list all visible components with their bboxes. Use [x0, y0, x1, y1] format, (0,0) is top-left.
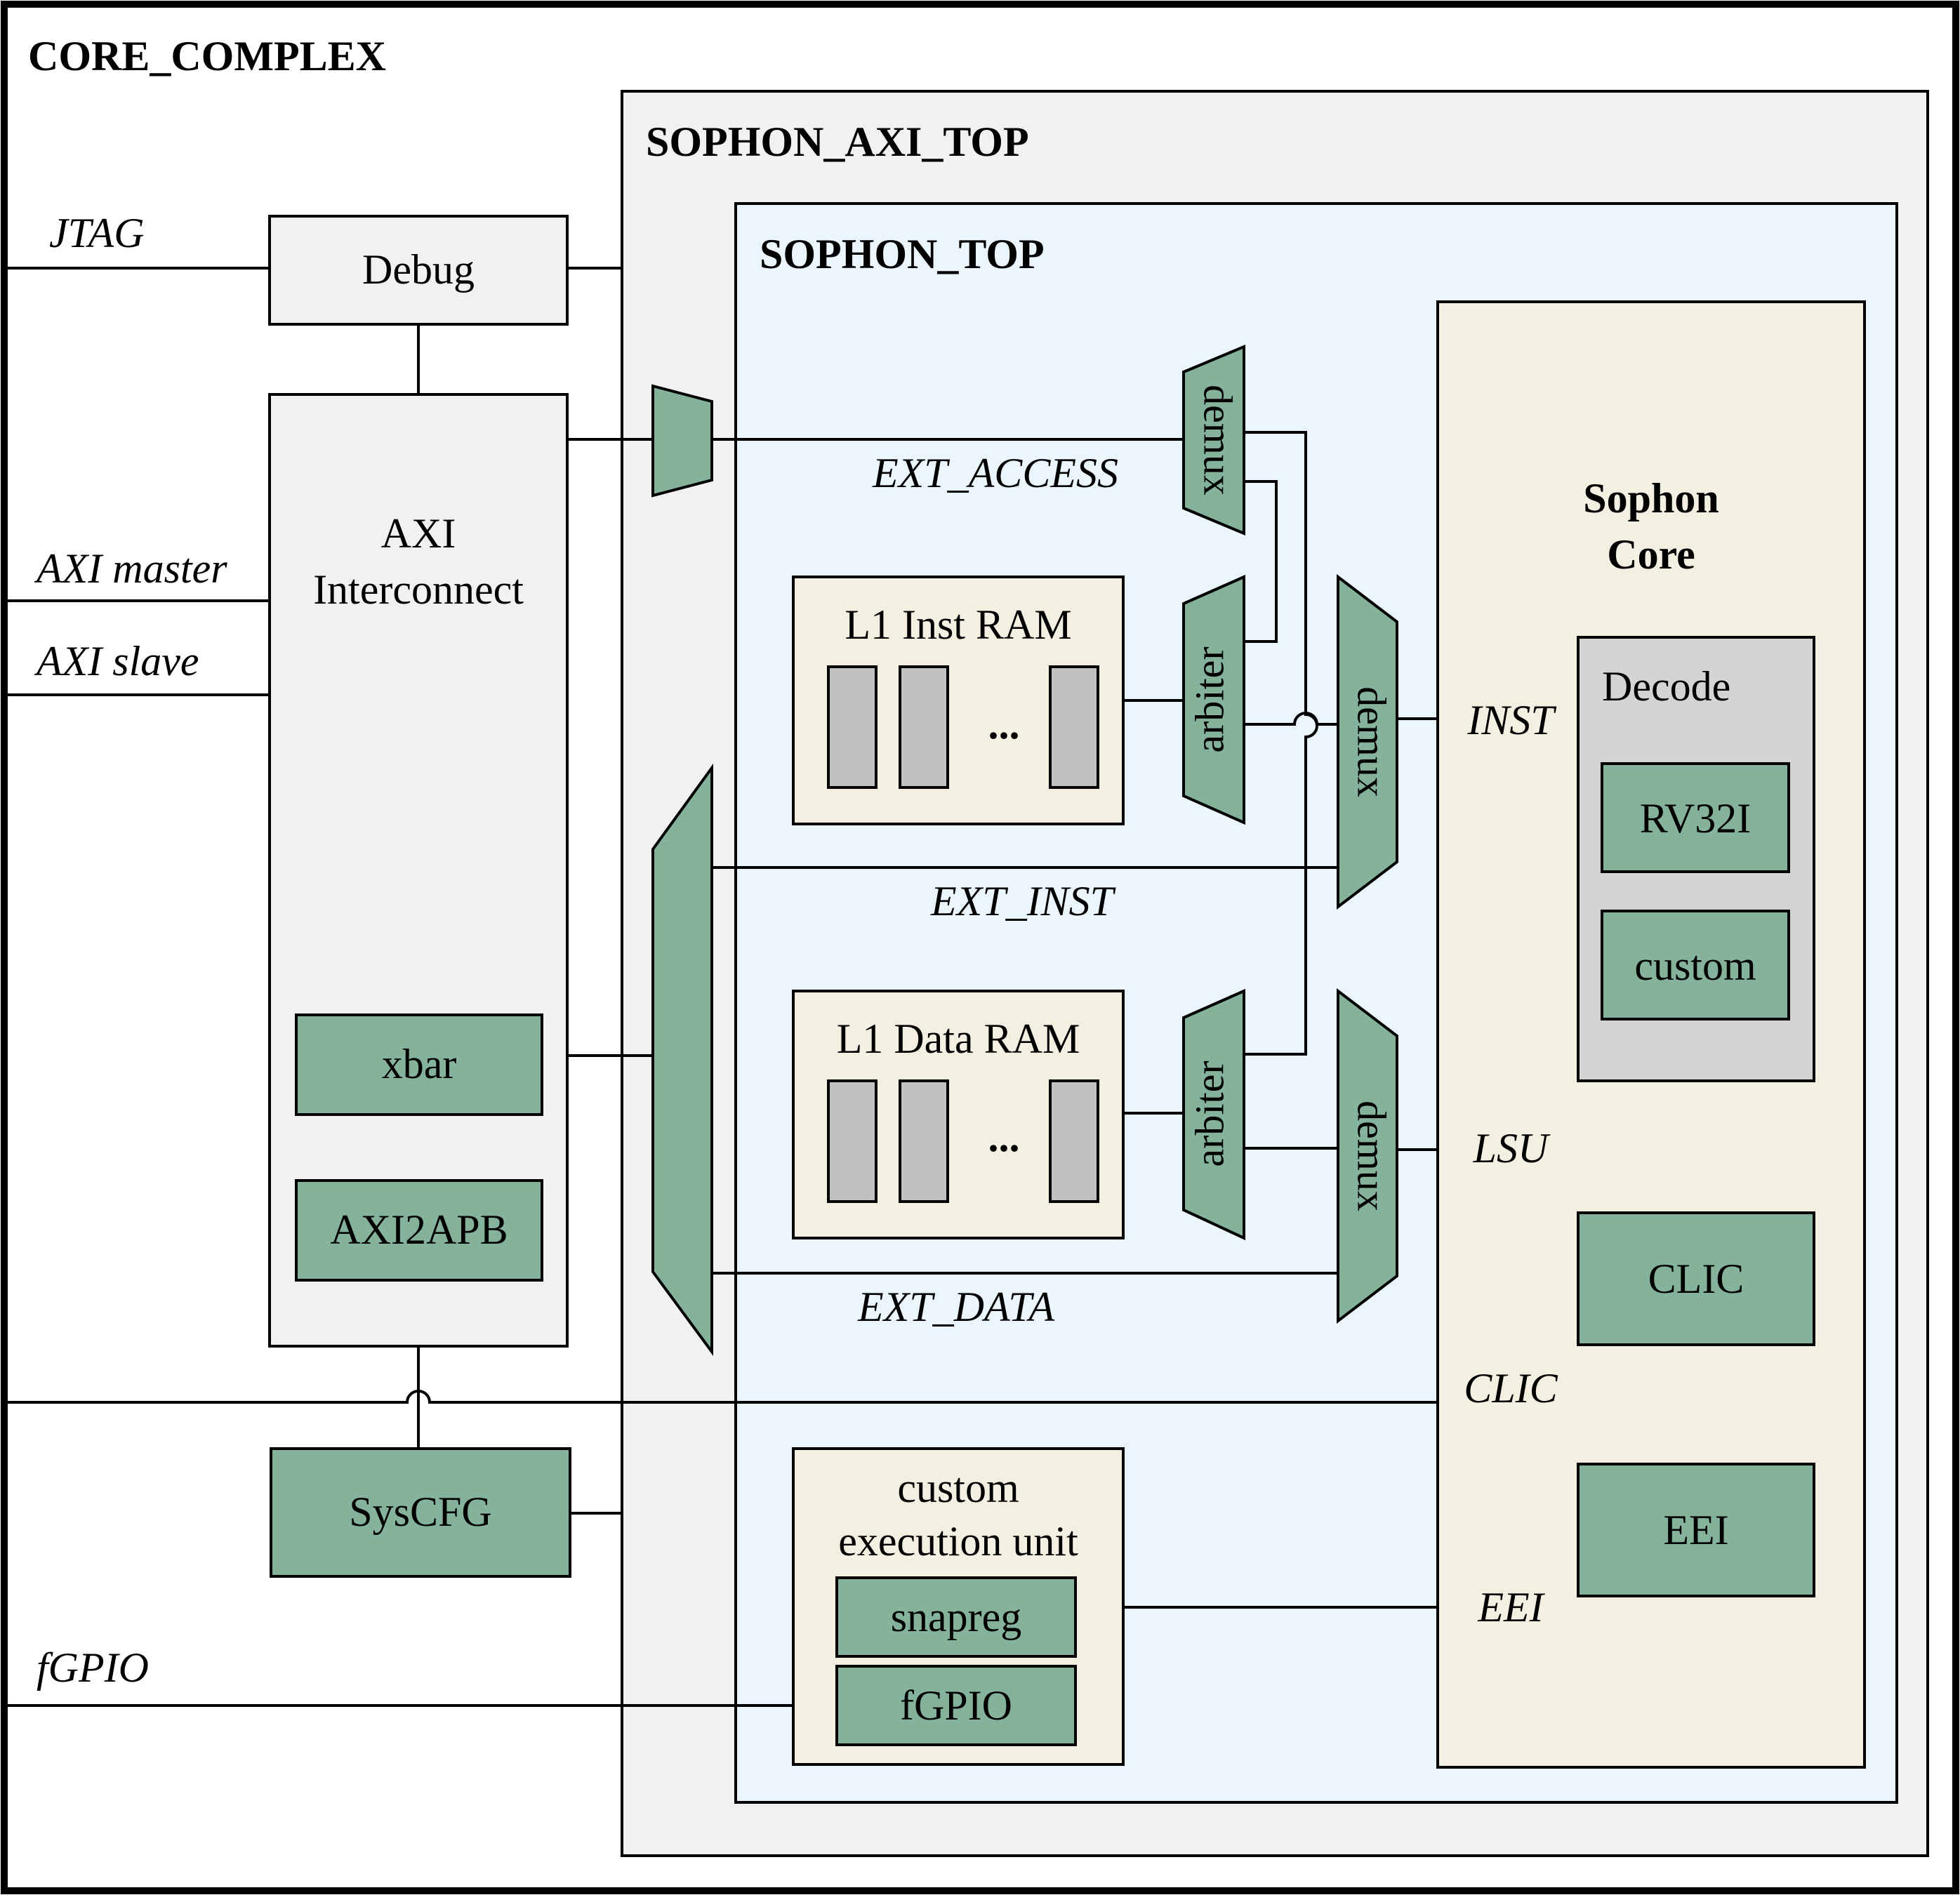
inst-arbiter: arbiter	[1182, 574, 1245, 825]
decode-label: Decode	[1602, 663, 1730, 710]
eei-signal-label: EEI	[1477, 1584, 1545, 1630]
inst-demux-label: demux	[1349, 686, 1395, 797]
sophon-top-title: SOPHON_TOP	[760, 231, 1045, 277]
inst-arbiter-label: arbiter	[1186, 646, 1232, 752]
data-ram-bank-2	[899, 1079, 949, 1203]
inst-arbiter-to-demux-wire	[1244, 712, 1338, 726]
xbar-label: xbar	[382, 1041, 457, 1087]
axi-interconnect-label-line1: AXI	[381, 510, 456, 557]
core-complex-title: CORE_COMPLEX	[28, 33, 386, 79]
signal-labels: JTAG AXI master AXI slave fGPIO EXT_ACCE…	[34, 210, 1558, 1691]
ext-access-demux: demux	[1182, 344, 1245, 536]
ext-data-label: EXT_DATA	[857, 1284, 1054, 1330]
inst-demux: demux	[1337, 573, 1398, 910]
debug-label: Debug	[362, 246, 475, 293]
sophon-core-title-line1: Sophon	[1583, 475, 1719, 521]
fgpio-box	[835, 1665, 1077, 1746]
l1-data-ram-label: L1 Data RAM	[837, 1016, 1080, 1062]
jtag-label: JTAG	[49, 210, 145, 256]
debug-block: Debug	[268, 215, 569, 326]
data-arbiter-label: arbiter	[1186, 1060, 1232, 1166]
inst-ram-bank-n	[1049, 665, 1099, 789]
data-arbiter: arbiter	[1182, 988, 1245, 1241]
eei-block-label: EEI	[1663, 1507, 1728, 1553]
fgpio-signal-label: fGPIO	[37, 1644, 149, 1691]
custom-label: custom	[1634, 943, 1756, 989]
l1-inst-ram-block: L1 Inst RAM ...	[792, 576, 1125, 825]
axi-interconnect-label-line2: Interconnect	[313, 566, 524, 613]
axi2apb-label: AXI2APB	[330, 1206, 508, 1253]
axi2apb-block: AXI2APB	[295, 1179, 543, 1282]
custom-exec-label-line2: execution unit	[838, 1518, 1078, 1564]
inst-ram-bank-1	[827, 665, 878, 789]
demux-to-inst-arbiter-wire	[1244, 480, 1278, 643]
ext-access-demux-label: demux	[1196, 385, 1241, 496]
clic-block-label: CLIC	[1648, 1256, 1744, 1302]
ext-inst-label: EXT_INST	[930, 878, 1116, 924]
axi-master-label: AXI master	[34, 545, 227, 592]
syscfg-block: SysCFG	[270, 1447, 571, 1578]
data-demux: demux	[1337, 988, 1398, 1324]
inst-label: INST	[1466, 697, 1556, 743]
sophon-axi-top-title: SOPHON_AXI_TOP	[646, 119, 1029, 165]
rv32i-box	[1601, 762, 1790, 873]
axi-slave-label: AXI slave	[34, 638, 199, 684]
clic-block: CLIC	[1577, 1211, 1815, 1346]
syscfg-label: SysCFG	[349, 1489, 491, 1535]
snapreg-label: snapreg	[891, 1594, 1022, 1640]
inst-ram-ellipsis: ...	[988, 701, 1020, 747]
data-ram-ellipsis: ...	[988, 1114, 1020, 1160]
clic-signal-label: CLIC	[1464, 1365, 1558, 1411]
decode-block: Decode RV32I custom	[1577, 636, 1815, 1082]
l1-inst-ram-label: L1 Inst RAM	[845, 601, 1071, 648]
snapreg-box	[835, 1576, 1077, 1658]
rv32i-label: RV32I	[1640, 795, 1752, 842]
data-demux-label: demux	[1349, 1101, 1395, 1211]
data-ram-bank-1	[827, 1079, 878, 1203]
fgpio-box-label: fGPIO	[900, 1682, 1012, 1729]
custom-execution-unit-block: custom execution unit snapreg fGPIO	[792, 1447, 1125, 1766]
custom-exec-label-line1: custom	[897, 1465, 1019, 1511]
ext-access-label: EXT_ACCESS	[872, 450, 1118, 496]
demux-to-data-arbiter-wire-lower	[1244, 432, 1318, 1056]
lsu-label: LSU	[1473, 1125, 1551, 1171]
inst-ram-bank-2	[899, 665, 949, 789]
sophon-core-title-line2: Core	[1607, 531, 1695, 578]
big-mux-shape	[651, 763, 713, 1357]
small-mux-shape	[651, 384, 713, 498]
data-ram-bank-n	[1049, 1079, 1099, 1203]
xbar-block: xbar	[295, 1013, 543, 1116]
custom-box	[1601, 910, 1790, 1020]
l1-data-ram-block: L1 Data RAM ...	[792, 990, 1125, 1239]
eei-block: EEI	[1577, 1463, 1815, 1597]
